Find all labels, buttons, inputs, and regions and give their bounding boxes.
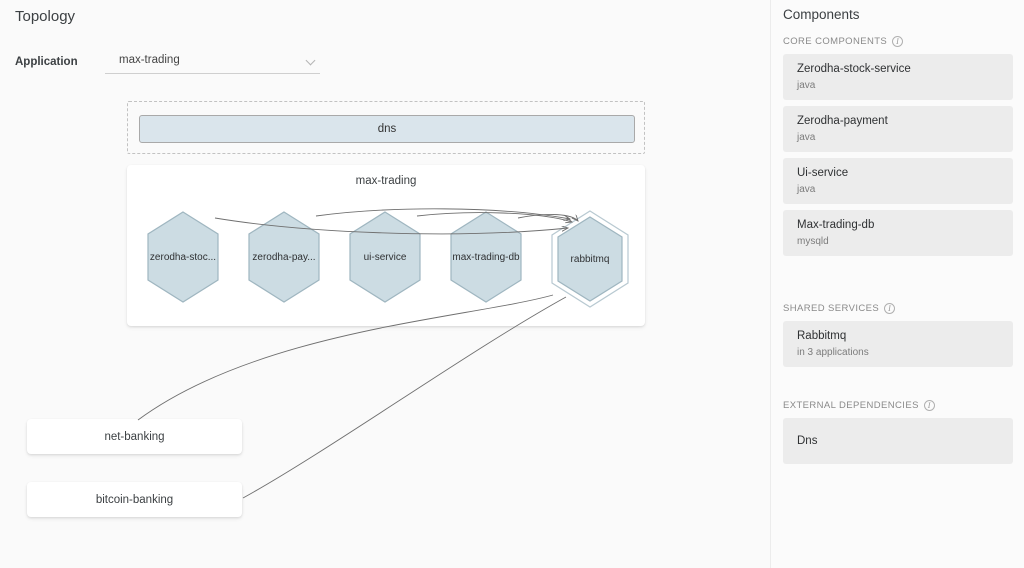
components-panel: Components CORE COMPONENTS i Zerodha-sto… [770, 0, 1024, 568]
component-name: Max-trading-db [797, 219, 875, 231]
component-name: Zerodha-payment [797, 115, 888, 127]
component-name: Ui-service [797, 167, 849, 179]
info-icon[interactable]: i [923, 400, 935, 411]
node-dns[interactable]: dns [139, 115, 635, 143]
component-name: Rabbitmq [797, 330, 847, 342]
node-zerodha-payment[interactable]: zerodha-pay... [247, 210, 321, 304]
node-bitcoin-banking[interactable]: bitcoin-banking [27, 482, 242, 517]
component-card[interactable]: Max-trading-db mysqld [783, 210, 1013, 256]
info-icon[interactable]: i [884, 303, 896, 314]
component-card[interactable]: Dns [783, 418, 1013, 464]
chevron-down-icon [307, 57, 316, 66]
section-shared-services: SHARED SERVICES i Rabbitmq in 3 applicat… [771, 303, 1024, 373]
application-group-title: max-trading [355, 175, 417, 187]
node-net-banking[interactable]: net-banking [27, 419, 242, 454]
section-heading: SHARED SERVICES i [783, 303, 1024, 314]
section-heading-label: CORE COMPONENTS [783, 36, 888, 47]
topology-canvas: Topology Application max-trading dns max… [0, 0, 770, 568]
page-title: Topology [15, 8, 76, 25]
application-filter: Application max-trading [15, 52, 345, 76]
section-core-components: CORE COMPONENTS i Zerodha-stock-service … [771, 36, 1024, 262]
component-type: java [797, 184, 816, 195]
node-max-trading-db[interactable]: max-trading-db [449, 210, 523, 304]
component-card[interactable]: Ui-service java [783, 158, 1013, 204]
component-type: java [797, 132, 816, 143]
component-card[interactable]: Zerodha-payment java [783, 106, 1013, 152]
component-type: java [797, 80, 816, 91]
application-select[interactable]: max-trading [105, 52, 320, 74]
external-dependency-group: dns [127, 101, 645, 154]
components-panel-title: Components [783, 7, 860, 22]
section-heading-label: SHARED SERVICES [783, 303, 880, 314]
node-zerodha-stock-service[interactable]: zerodha-stoc... [146, 210, 220, 304]
info-icon[interactable]: i [892, 36, 904, 47]
component-card[interactable]: Zerodha-stock-service java [783, 54, 1013, 100]
node-rabbitmq[interactable]: rabbitmq [550, 210, 629, 308]
component-name: Dns [797, 435, 818, 447]
edge-rabbitmq-to-bitcoin-banking [242, 296, 567, 499]
section-external-dependencies: EXTERNAL DEPENDENCIES i Dns [771, 400, 1024, 470]
application-filter-label: Application [15, 56, 78, 68]
component-card[interactable]: Rabbitmq in 3 applications [783, 321, 1013, 367]
section-heading-label: EXTERNAL DEPENDENCIES [783, 400, 919, 411]
component-type: mysqld [797, 236, 829, 247]
section-heading: EXTERNAL DEPENDENCIES i [783, 400, 1024, 411]
node-ui-service[interactable]: ui-service [348, 210, 422, 304]
component-scope: in 3 applications [797, 347, 869, 358]
section-heading: CORE COMPONENTS i [783, 36, 1024, 47]
application-select-value: max-trading [119, 54, 180, 66]
component-name: Zerodha-stock-service [797, 63, 911, 75]
